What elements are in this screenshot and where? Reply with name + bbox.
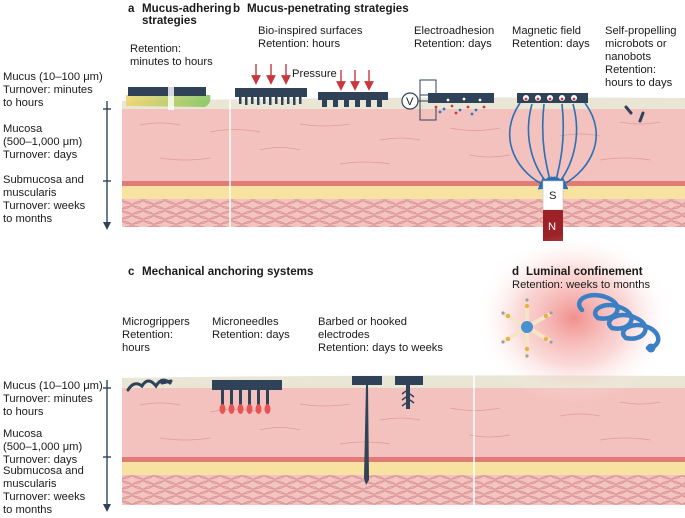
bottom-yellow-band [122, 462, 685, 475]
hooked-electrode [352, 376, 382, 485]
bottom-layer-mucosa-label: Mucosa (500–1,000 μm) Turnover: days [3, 428, 85, 466]
top-mucosa-layer [122, 109, 685, 181]
electroadhesion-circuit [419, 79, 437, 121]
panel-b-title: b Mucus-penetrating strategies [233, 2, 409, 15]
pressure-arrows [251, 64, 374, 91]
electroadhesion-label: Electroadhesion Retention: days [414, 25, 497, 50]
self-propelling-label: Self-propelling microbots or nanobots Re… [605, 25, 680, 89]
voltage-symbol: V [406, 96, 414, 108]
magnetic-field-label: Magnetic field Retention: days [512, 25, 590, 50]
star-shaped-device [501, 298, 553, 358]
panel-d-title: d Luminal confinement [512, 265, 643, 278]
coil-device [577, 292, 661, 353]
magnet-north-label: N [548, 221, 556, 233]
panel-a-retention: Retention: minutes to hours [130, 43, 213, 68]
bottom-depth-axis [103, 380, 111, 512]
magnet-north-pole [543, 210, 563, 241]
top-tissue [122, 97, 685, 227]
microgrippers-device [126, 378, 173, 392]
microgrippers-label: Microgrippers Retention: hours [122, 316, 193, 354]
electroadhesion-device [428, 93, 494, 103]
electroadhesion-charges [434, 97, 486, 116]
top-depth-axis [103, 101, 111, 230]
luminal-glow [474, 233, 674, 403]
microneedles-label: Microneedles Retention: days [212, 316, 290, 341]
panel-a-title: a Mucus-adhering strategies [128, 2, 235, 27]
microneedles-device [212, 380, 282, 414]
microbots [624, 105, 645, 123]
magnetic-particles [523, 95, 577, 101]
top-layer-mucus-label: Mucus (10–100 μm) Turnover: minutes to h… [3, 71, 106, 109]
barbed-electrode [395, 376, 423, 409]
top-layer-mucosa-label: Mucosa (500–1,000 μm) Turnover: days [3, 123, 85, 161]
luminal-retention-label: Retention: weeks to months [512, 279, 650, 291]
bio-inspired-label: Bio-inspired surfaces Retention: hours [258, 25, 366, 50]
pressure-label: Pressure [292, 68, 337, 80]
panel-c-title: c Mechanical anchoring systems [128, 265, 313, 278]
bottom-layer-submucosa-label: Submucosa and muscularis Turnover: weeks… [3, 465, 88, 516]
top-layer-submucosa-label: Submucosa and muscularis Turnover: weeks… [3, 174, 88, 225]
bottom-mucosa-texture [139, 401, 661, 445]
top-submucosa-cells [122, 199, 685, 227]
barbed-electrodes-label: Barbed or hooked electrodes Retention: d… [318, 316, 443, 354]
top-yellow-band [122, 186, 685, 199]
top-muscle-band [122, 181, 685, 186]
mucoadhesive-patch [126, 84, 211, 110]
bio-inspired-device-right [318, 92, 388, 107]
bottom-submucosa-cells [122, 475, 685, 505]
bio-inspired-device-left [235, 88, 307, 105]
bottom-layer-mucus-label: Mucus (10–100 μm) Turnover: minutes to h… [3, 380, 106, 418]
bottom-muscle-band [122, 457, 685, 462]
magnetic-field-lines [508, 102, 597, 191]
top-mucosa-texture [139, 121, 661, 165]
magnet-south-label: S [549, 190, 556, 202]
